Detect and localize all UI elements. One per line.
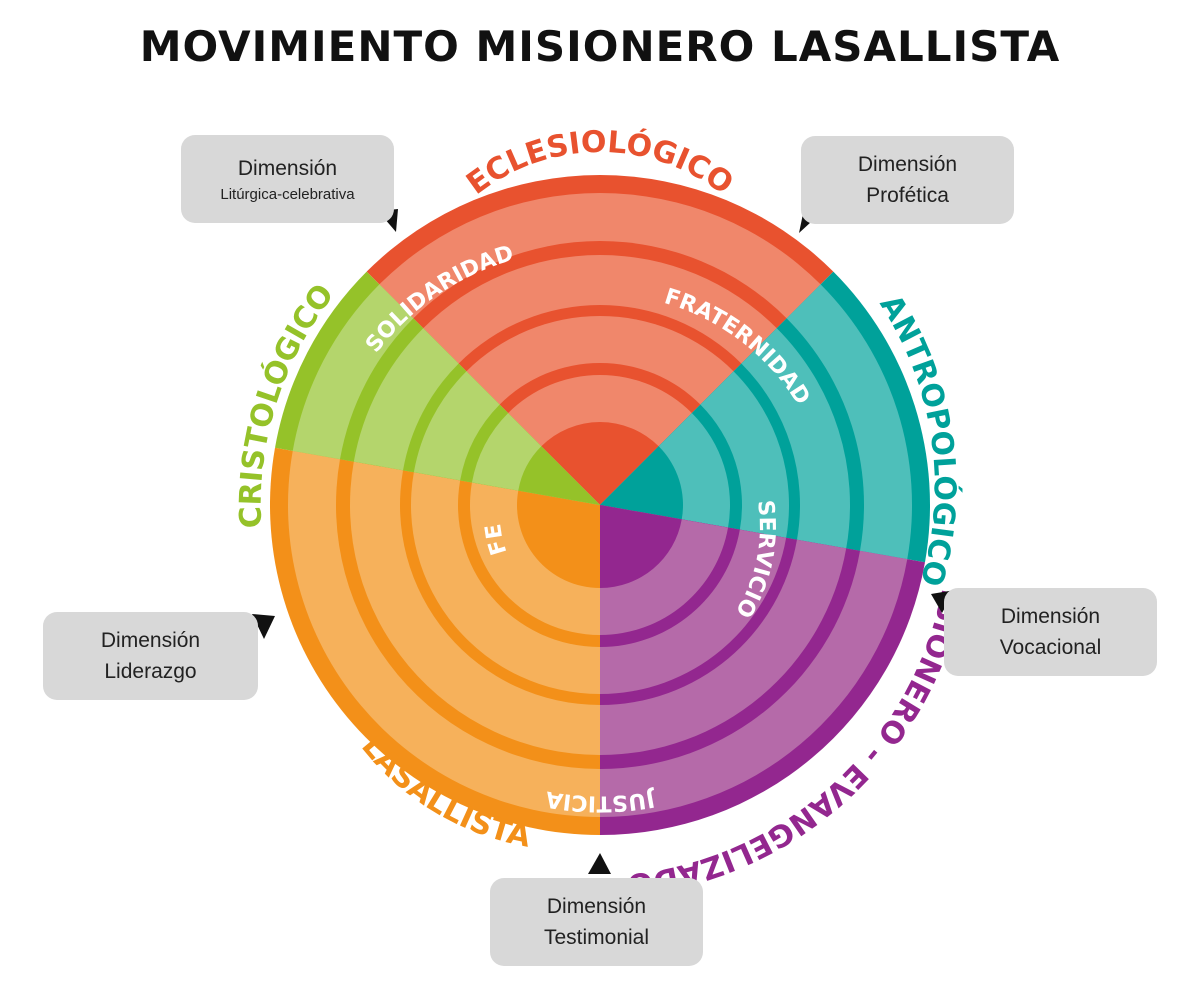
callout-subtitle: Testimonial xyxy=(543,926,650,949)
sector-0 xyxy=(366,174,834,506)
callout-title: Dimensión xyxy=(857,153,958,176)
sector-2 xyxy=(600,505,925,835)
callout-subtitle: Liderazgo xyxy=(104,660,197,683)
callout-profetica: Dimensión Profética xyxy=(801,136,1014,224)
pointer-testimonial xyxy=(588,853,611,874)
sector-4 xyxy=(275,271,600,505)
pointer-liderazgo xyxy=(252,614,275,639)
sector-band xyxy=(516,490,600,588)
callout-title: Dimensión xyxy=(1000,605,1101,628)
sector-3 xyxy=(269,447,600,836)
sector-band xyxy=(600,446,684,520)
callout-testimonial: Dimensión Testimonial xyxy=(490,878,703,966)
page-title: MOVIMIENTO MISIONERO LASALLISTA xyxy=(139,22,1061,71)
sector-band xyxy=(600,505,682,588)
sector-band xyxy=(541,421,659,505)
callout-title: Dimensión xyxy=(237,156,338,180)
sector-band xyxy=(518,446,600,505)
callout-title: Dimensión xyxy=(100,629,201,652)
callout-subtitle: Profética xyxy=(866,184,949,207)
callout-liderazgo: Dimensión Liderazgo xyxy=(43,612,258,700)
callout-liturgica-celebrativa: Dimensión Litúrgica-celebrativa xyxy=(181,135,394,223)
sector-1 xyxy=(600,271,931,563)
callout-subtitle: Vocacional xyxy=(999,636,1102,659)
callout-title: Dimensión xyxy=(546,895,647,918)
callout-subtitle: Litúrgica-celebrativa xyxy=(220,185,355,203)
callout-vocacional: Dimensión Vocacional xyxy=(944,588,1157,676)
